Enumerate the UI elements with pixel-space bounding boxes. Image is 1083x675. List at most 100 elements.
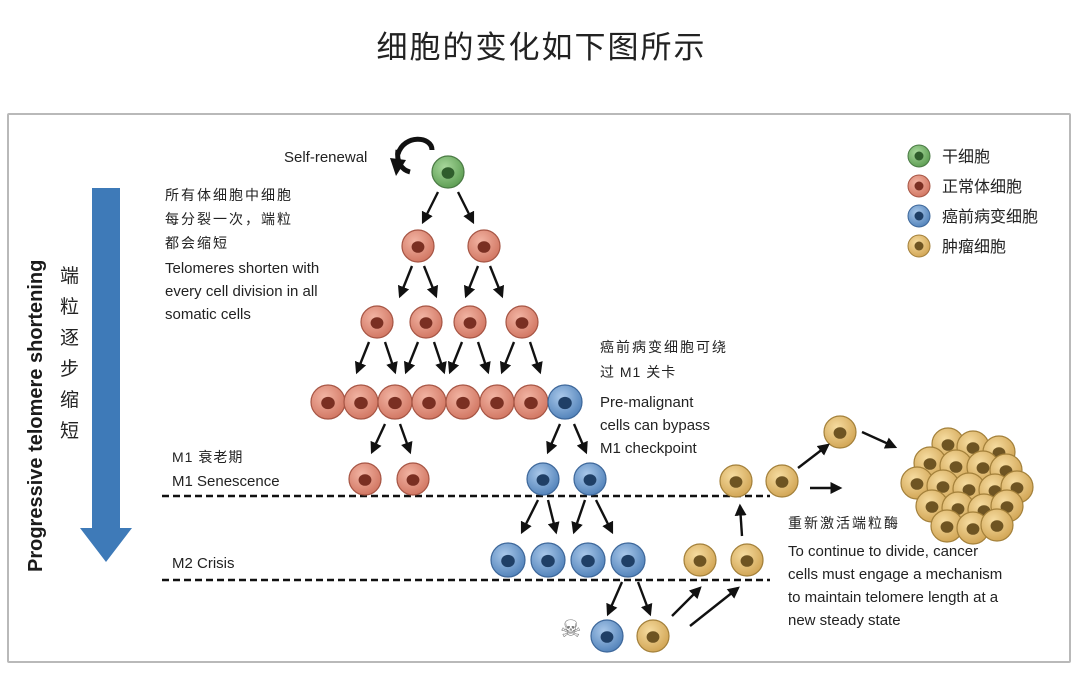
shorten-cn-line-1: 每分裂一次，端粒 (165, 211, 293, 227)
page-title: 细胞的变化如下图所示 (376, 30, 707, 66)
division-arrow (689, 586, 740, 627)
premalignant-cell (590, 619, 624, 653)
division-arrow (403, 341, 420, 375)
division-arrow (734, 503, 747, 537)
shorten-cn-line-0: 所有体细胞中细胞 (165, 187, 293, 203)
shorten-cn-line-2: 都会缩短 (165, 235, 229, 251)
division-arrow (861, 430, 898, 449)
tumor-cell (823, 415, 857, 449)
normal-cell (479, 384, 515, 420)
division-arrow (398, 423, 413, 455)
premalignant-cell (547, 384, 583, 420)
division-arrow (397, 265, 414, 299)
axis-label-en: Progressive telomere shortening (25, 260, 47, 572)
division-arrow (594, 499, 614, 535)
normal-cell (411, 384, 447, 420)
normal-cell (396, 462, 430, 496)
premalignant-cell (530, 542, 566, 578)
telomere-shortening-arrow (80, 188, 132, 562)
shorten-en-line-0: Telomeres shorten with (165, 260, 319, 277)
division-arrow (671, 586, 702, 617)
tumor-cell (956, 511, 990, 545)
division-arrow (546, 499, 560, 535)
tumor-cell (683, 543, 717, 577)
arrows-layer (354, 191, 898, 627)
normal-cell (467, 229, 501, 263)
normal-cell (445, 384, 481, 420)
division-arrow (546, 423, 562, 455)
normal-cell (348, 462, 382, 496)
tumor-cell (730, 543, 764, 577)
normal-cell (377, 384, 413, 420)
division-arrow (520, 499, 540, 535)
reactivate-en-line-1: cells must engage a mechanism (788, 566, 1002, 583)
division-arrow (797, 443, 830, 469)
self-renewal-arrow (395, 136, 435, 156)
legend-label-normal: 正常体细胞 (942, 178, 1022, 196)
reactivate-en-line-2: to maintain telomere length at a (788, 589, 999, 606)
reactivate-en-line-0: To continue to divide, cancer (788, 543, 978, 560)
division-arrow (476, 341, 491, 375)
cells-layer (310, 155, 1034, 653)
division-arrow (383, 341, 398, 375)
tumor-cell (980, 508, 1014, 542)
premalignant-cell (526, 462, 560, 496)
axis-label-cn-3: 步 (60, 358, 79, 380)
tumor-cell (636, 619, 670, 653)
division-arrow (606, 581, 624, 617)
division-arrow (447, 341, 464, 375)
normal-cell (505, 305, 539, 339)
normal-cell (360, 305, 394, 339)
division-arrow (354, 341, 371, 375)
division-arrow (499, 341, 516, 375)
division-arrow (571, 499, 587, 535)
shorten-en-line-1: every cell division in all (165, 283, 318, 300)
self-renewal-arrowhead (390, 158, 406, 176)
division-arrow (636, 581, 653, 617)
axis-label-cn-0: 端 (60, 265, 79, 287)
division-arrow (488, 265, 505, 299)
premalignant-cell (490, 542, 526, 578)
m1-label-cn: M1 衰老期 (172, 449, 243, 465)
shorten-en-line-2: somatic cells (165, 306, 251, 323)
axis-label-cn-4: 缩 (60, 389, 79, 411)
division-arrow (422, 265, 439, 299)
cell-death-icon: ☠ (560, 616, 582, 643)
division-arrow (463, 265, 480, 299)
premalignant-cell (573, 462, 607, 496)
bypass-cn-line-0: 癌前病变细胞可绕 (600, 339, 728, 355)
axis-label-cn-1: 粒 (60, 296, 79, 318)
premalignant-cell (610, 542, 646, 578)
division-arrow (421, 191, 440, 225)
legend-label-stem: 干细胞 (942, 148, 990, 166)
normal-cell (453, 305, 487, 339)
legend-label-premalignant: 癌前病变细胞 (942, 208, 1038, 226)
tumor-cell (765, 464, 799, 498)
bypass-en-line-2: M1 checkpoint (600, 440, 698, 457)
division-arrow (370, 423, 387, 455)
division-arrow (456, 191, 475, 225)
bypass-en-line-0: Pre-malignant (600, 394, 694, 411)
normal-cell (513, 384, 549, 420)
m1-label-en: M1 Senescence (172, 473, 280, 490)
axis-label-cn-2: 逐 (60, 327, 79, 349)
bypass-en-line-1: cells can bypass (600, 417, 710, 434)
m2-label-en: M2 Crisis (172, 555, 235, 572)
premalignant-cell (570, 542, 606, 578)
axis-label-cn-5: 短 (60, 420, 79, 442)
division-arrow (572, 423, 588, 455)
normal-cell (401, 229, 435, 263)
tumor-cell (719, 464, 753, 498)
self-renewal-label: Self-renewal (284, 149, 367, 166)
normal-cell (343, 384, 379, 420)
reactivate-cn: 重新激活端粒酶 (788, 515, 900, 531)
normal-cell (409, 305, 443, 339)
stem-cell (431, 155, 465, 189)
bypass-cn-line-1: 过 M1 关卡 (600, 364, 676, 380)
legend: 干细胞 正常体细胞 癌前病变细胞 肿瘤细胞 (907, 144, 1038, 258)
reactivate-en-line-3: new steady state (788, 612, 901, 629)
normal-cell (310, 384, 346, 420)
legend-label-tumor: 肿瘤细胞 (942, 238, 1006, 256)
division-arrow (432, 341, 447, 375)
